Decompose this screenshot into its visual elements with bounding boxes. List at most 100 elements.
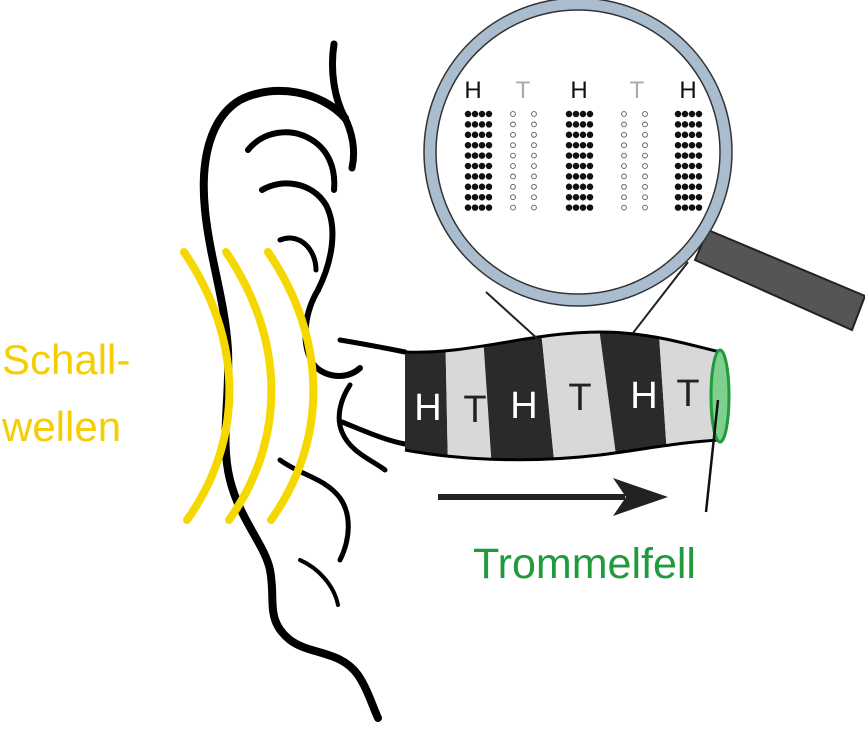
eardrum-label: Trommelfell <box>473 540 696 588</box>
air-molecule-dot <box>510 173 516 180</box>
air-molecule-dot <box>681 121 689 128</box>
air-molecule-dot <box>688 131 696 139</box>
air-molecule-dot <box>579 204 587 211</box>
air-molecule-dot <box>471 110 479 118</box>
canal-band-low-2 <box>540 332 618 460</box>
air-molecule-dot <box>674 173 682 180</box>
canal-band-high-3 <box>598 332 668 460</box>
canal-band-label: T <box>676 373 699 415</box>
air-molecule-dot <box>510 183 516 190</box>
air-molecule-dot <box>471 121 479 128</box>
air-molecule-dot <box>510 204 516 211</box>
air-molecule-dot <box>674 204 682 211</box>
arrow-right-icon <box>438 478 668 516</box>
air-molecule-dot <box>565 204 573 211</box>
air-molecule-dot <box>510 152 516 159</box>
air-molecule-dot <box>586 204 594 211</box>
air-molecule-dot <box>579 183 587 191</box>
air-molecule-dot <box>621 142 627 149</box>
air-molecule-dot <box>621 111 627 117</box>
air-molecule-dot <box>478 141 486 149</box>
air-molecule-dot <box>565 141 573 149</box>
magnifier-column-label: H <box>464 77 481 104</box>
canal-band-label: H <box>414 387 441 429</box>
eardrum-pointer-line <box>704 399 720 513</box>
air-molecule-dot <box>586 162 594 170</box>
air-molecule-dot <box>681 141 689 149</box>
air-molecule-dot <box>565 162 573 170</box>
air-molecule-dot <box>464 204 472 211</box>
canal-band-label: H <box>630 375 657 417</box>
air-molecule-dot <box>695 162 703 170</box>
air-molecule-dot <box>485 141 493 149</box>
air-molecule-dot <box>464 193 472 201</box>
air-molecule-dot <box>642 204 648 211</box>
air-molecule-dot <box>642 111 648 117</box>
air-molecule-dot <box>471 173 479 180</box>
air-molecule-dot <box>642 152 648 159</box>
air-molecule-dot <box>531 121 537 128</box>
air-molecule-dot <box>642 183 648 190</box>
ear-outline <box>199 40 408 722</box>
air-molecule-dot <box>531 111 537 117</box>
air-molecule-dot <box>572 131 580 139</box>
air-molecule-dot <box>681 183 689 191</box>
air-molecule-dot <box>478 193 486 201</box>
air-molecule-dot <box>586 152 594 159</box>
air-molecule-dot <box>485 183 493 191</box>
air-molecule-dot <box>471 152 479 159</box>
air-molecule-dot <box>485 110 493 118</box>
magnifier-handle <box>693 228 865 332</box>
air-molecule-dot <box>579 121 587 128</box>
air-molecule-dot <box>531 152 537 159</box>
air-molecule-dot <box>674 183 682 191</box>
air-molecule-dot <box>478 162 486 170</box>
air-molecule-dot <box>681 110 689 118</box>
air-molecule-dot <box>510 194 516 201</box>
air-molecule-dot <box>621 152 627 159</box>
air-molecule-dot <box>621 204 627 211</box>
air-molecule-dot <box>464 141 472 149</box>
air-molecule-dot <box>695 204 703 211</box>
magnifier-column-label: H <box>570 77 587 104</box>
ear-canal: H T H T H T <box>404 330 721 462</box>
air-molecule-dot <box>695 121 703 128</box>
air-molecule-dot <box>572 204 580 211</box>
air-molecule-dot <box>695 183 703 191</box>
air-molecule-dot <box>565 173 573 180</box>
air-molecule-dot <box>531 204 537 211</box>
air-molecule-dot <box>586 141 594 149</box>
air-molecule-dot <box>642 121 648 128</box>
air-molecule-dot <box>695 193 703 201</box>
air-molecule-dot <box>681 131 689 139</box>
air-molecule-dot <box>572 141 580 149</box>
air-molecule-dot <box>572 121 580 128</box>
magnifier-lens <box>424 0 732 306</box>
canal-band-label: H <box>510 385 537 427</box>
air-molecule-dot <box>464 183 472 191</box>
air-molecule-dot <box>688 110 696 118</box>
air-molecule-dot <box>688 152 696 159</box>
air-molecule-dot <box>572 110 580 118</box>
air-molecule-dot <box>531 131 537 138</box>
air-molecule-dot <box>485 173 493 180</box>
air-molecule-dot <box>471 131 479 139</box>
canal-band-high-2 <box>482 332 555 460</box>
air-molecule-dot <box>531 194 537 201</box>
air-molecule-dot <box>688 204 696 211</box>
air-molecule-dot <box>478 183 486 191</box>
air-molecule-dot <box>586 183 594 191</box>
air-molecule-dot <box>688 162 696 170</box>
air-molecule-dot <box>572 162 580 170</box>
air-molecule-dot <box>478 204 486 211</box>
air-molecule-dot <box>531 183 537 190</box>
air-molecule-grid <box>464 110 703 211</box>
air-molecule-dot <box>695 141 703 149</box>
magnifier-column-label: H <box>679 77 696 104</box>
air-molecule-dot <box>621 183 627 190</box>
magnifier-column-label: T <box>630 77 645 104</box>
air-molecule-dot <box>464 131 472 139</box>
zoom-line-right <box>632 261 689 334</box>
